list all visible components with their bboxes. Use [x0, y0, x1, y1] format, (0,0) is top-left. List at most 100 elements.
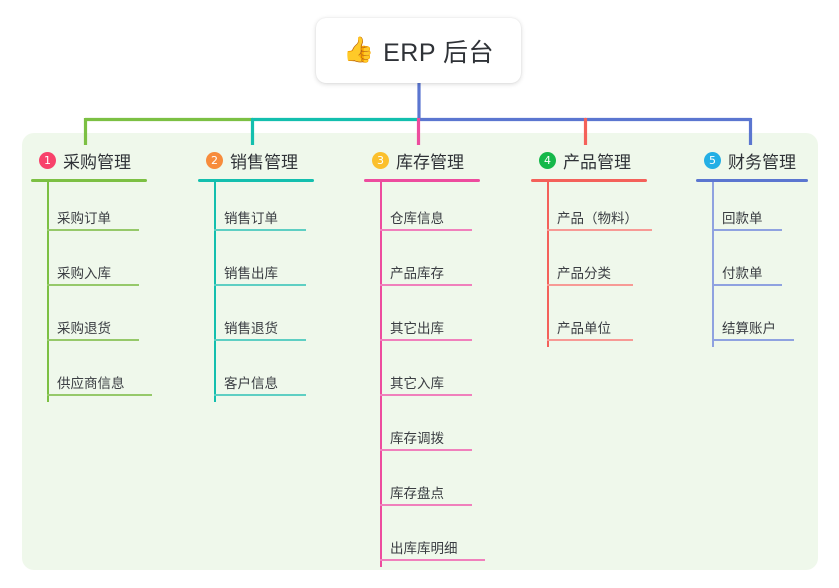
branch-badge-3: 3 [372, 151, 389, 169]
branch-badge-1: 1 [39, 151, 56, 169]
branch-title-2: 销售管理 [230, 152, 298, 172]
branch-badge-5: 5 [704, 151, 721, 169]
list-item[interactable]: 结算账户 [696, 292, 826, 347]
item-label: 采购入库 [57, 266, 111, 281]
item-rule [712, 229, 782, 231]
item-rule [214, 229, 306, 231]
item-label: 出库库明细 [390, 541, 458, 556]
root-node[interactable]: 👍 ERP 后台 [316, 18, 521, 83]
branch-stem-5 [712, 182, 714, 347]
branch-badge-2: 2 [206, 151, 223, 169]
item-rule [214, 339, 306, 341]
branch-column-5[interactable]: 5 财务管理 回款单 付款单 结算账户 [696, 147, 826, 347]
item-label: 销售出库 [224, 266, 278, 281]
item-label: 销售退货 [224, 321, 278, 336]
list-item[interactable]: 采购退货 [31, 292, 181, 347]
root-node-label: ERP 后台 [383, 38, 495, 67]
branch-header-5[interactable]: 5 财务管理 [696, 147, 826, 173]
list-item[interactable]: 回款单 [696, 182, 826, 237]
branch-rule-4 [531, 179, 647, 182]
branch-rule-2 [198, 179, 314, 182]
branch-header-1[interactable]: 1 采购管理 [31, 147, 181, 173]
list-item[interactable]: 库存调拨 [364, 402, 524, 457]
item-label: 库存盘点 [390, 486, 444, 501]
item-label: 产品单位 [557, 321, 611, 336]
branch-items-4: 产品（物料） 产品分类 产品单位 [531, 182, 696, 347]
branch-rule-5 [696, 179, 808, 182]
branch-title-4: 产品管理 [563, 152, 631, 172]
branch-items-5: 回款单 付款单 结算账户 [696, 182, 826, 347]
branch-items-3: 仓库信息 产品库存 其它出库 其它入库 库存调拨 库存盘点 [364, 182, 524, 567]
branch-stem-3 [380, 182, 382, 567]
branch-title-3: 库存管理 [396, 152, 464, 172]
item-rule [380, 229, 472, 231]
list-item[interactable]: 产品单位 [531, 292, 696, 347]
branch-column-3[interactable]: 3 库存管理 仓库信息 产品库存 其它出库 其它入库 库存调拨 [364, 147, 524, 567]
item-rule [547, 339, 633, 341]
item-label: 其它出库 [390, 321, 444, 336]
branch-header-2[interactable]: 2 销售管理 [198, 147, 348, 173]
item-label: 采购订单 [57, 211, 111, 226]
item-rule [547, 229, 652, 231]
item-rule [547, 284, 633, 286]
list-item[interactable]: 销售订单 [198, 182, 348, 237]
item-label: 回款单 [722, 211, 763, 226]
branch-rule-1 [31, 179, 147, 182]
item-label: 付款单 [722, 266, 763, 281]
list-item[interactable]: 采购订单 [31, 182, 181, 237]
item-label: 产品分类 [557, 266, 611, 281]
list-item[interactable]: 销售出库 [198, 237, 348, 292]
item-rule [380, 504, 472, 506]
list-item[interactable]: 供应商信息 [31, 347, 181, 402]
list-item[interactable]: 付款单 [696, 237, 826, 292]
item-rule [712, 339, 794, 341]
branch-stem-2 [214, 182, 216, 402]
item-label: 结算账户 [722, 321, 776, 336]
item-label: 产品（物料） [557, 211, 638, 226]
list-item[interactable]: 客户信息 [198, 347, 348, 402]
list-item[interactable]: 产品（物料） [531, 182, 696, 237]
branch-column-2[interactable]: 2 销售管理 销售订单 销售出库 销售退货 客户信息 [198, 147, 348, 402]
item-label: 客户信息 [224, 376, 278, 391]
item-rule [380, 394, 472, 396]
branch-stem-1 [47, 182, 49, 402]
item-rule [712, 284, 782, 286]
thumbs-up-icon: 👍 [342, 36, 375, 64]
item-label: 采购退货 [57, 321, 111, 336]
branch-title-1: 采购管理 [63, 152, 131, 172]
item-rule [47, 394, 152, 396]
item-label: 其它入库 [390, 376, 444, 391]
item-label: 产品库存 [390, 266, 444, 281]
item-label: 库存调拨 [390, 431, 444, 446]
branch-items-1: 采购订单 采购入库 采购退货 供应商信息 [31, 182, 181, 402]
item-rule [380, 339, 472, 341]
list-item[interactable]: 采购入库 [31, 237, 181, 292]
list-item[interactable]: 产品库存 [364, 237, 524, 292]
item-rule [380, 284, 472, 286]
branch-stem-4 [547, 182, 549, 347]
branch-column-4[interactable]: 4 产品管理 产品（物料） 产品分类 产品单位 [531, 147, 696, 347]
list-item[interactable]: 仓库信息 [364, 182, 524, 237]
branch-title-5: 财务管理 [728, 152, 796, 172]
branch-header-3[interactable]: 3 库存管理 [364, 147, 524, 173]
list-item[interactable]: 产品分类 [531, 237, 696, 292]
list-item[interactable]: 其它出库 [364, 292, 524, 347]
branch-header-4[interactable]: 4 产品管理 [531, 147, 696, 173]
branch-rule-3 [364, 179, 480, 182]
item-label: 供应商信息 [57, 376, 125, 391]
list-item[interactable]: 其它入库 [364, 347, 524, 402]
list-item[interactable]: 库存盘点 [364, 457, 524, 512]
item-rule [47, 229, 139, 231]
item-label: 销售订单 [224, 211, 278, 226]
branch-column-1[interactable]: 1 采购管理 采购订单 采购入库 采购退货 供应商信息 [31, 147, 181, 402]
item-rule [47, 284, 139, 286]
branch-badge-4: 4 [539, 151, 556, 169]
list-item[interactable]: 出库库明细 [364, 512, 524, 567]
item-rule [214, 284, 306, 286]
list-item[interactable]: 销售退货 [198, 292, 348, 347]
branch-items-2: 销售订单 销售出库 销售退货 客户信息 [198, 182, 348, 402]
item-rule [380, 559, 485, 561]
item-rule [214, 394, 306, 396]
item-rule [47, 339, 139, 341]
